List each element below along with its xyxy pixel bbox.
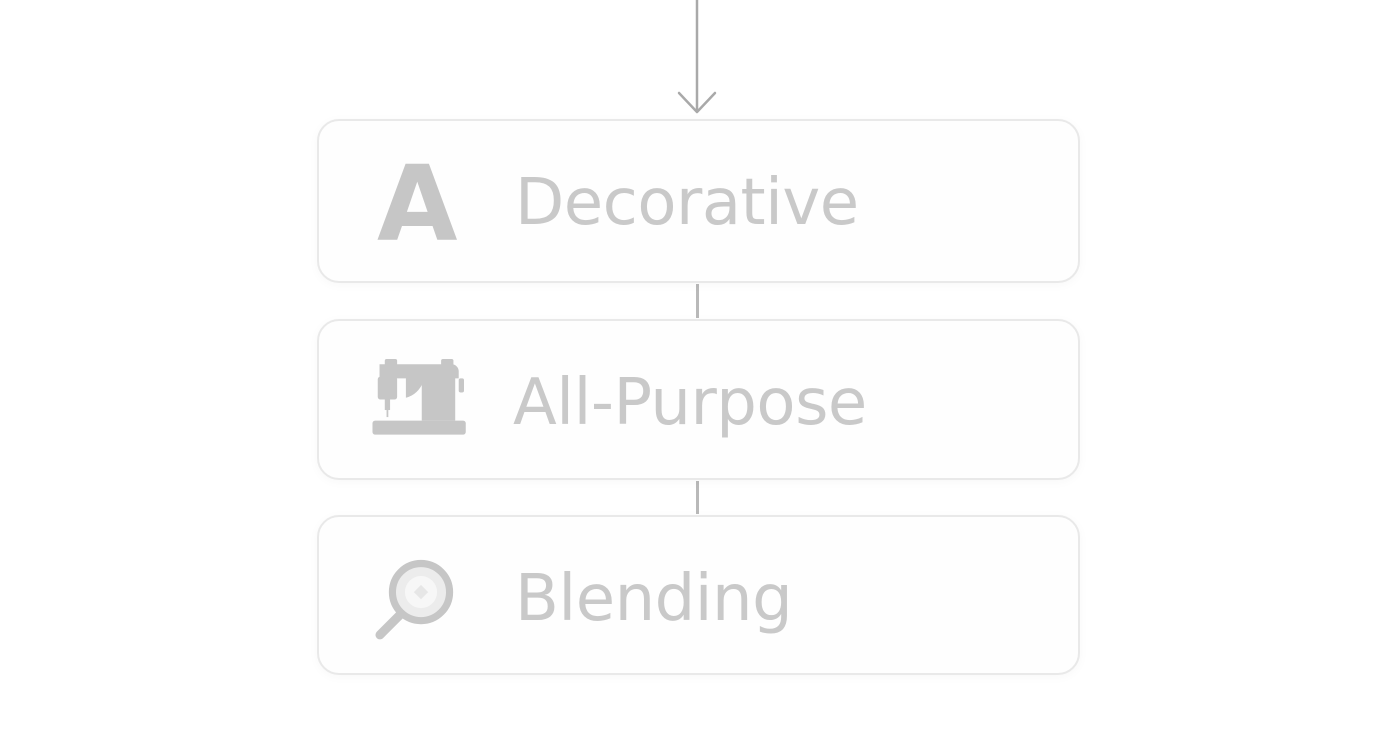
card-label-all-purpose: All-Purpose <box>513 366 867 440</box>
card-label-blending: Blending <box>515 562 793 636</box>
decorative-card: A Decorative <box>317 119 1080 283</box>
incoming-arrow <box>677 0 717 114</box>
connector-line <box>696 284 699 318</box>
all-purpose-card: All-Purpose <box>317 319 1080 480</box>
card-label-decorative: Decorative <box>515 166 859 240</box>
sewing-machine-icon <box>372 359 466 435</box>
blending-card: Blending <box>317 515 1080 675</box>
magnifier-icon <box>375 559 454 640</box>
letter-a-icon: A <box>377 143 458 265</box>
connector-line <box>696 481 699 514</box>
